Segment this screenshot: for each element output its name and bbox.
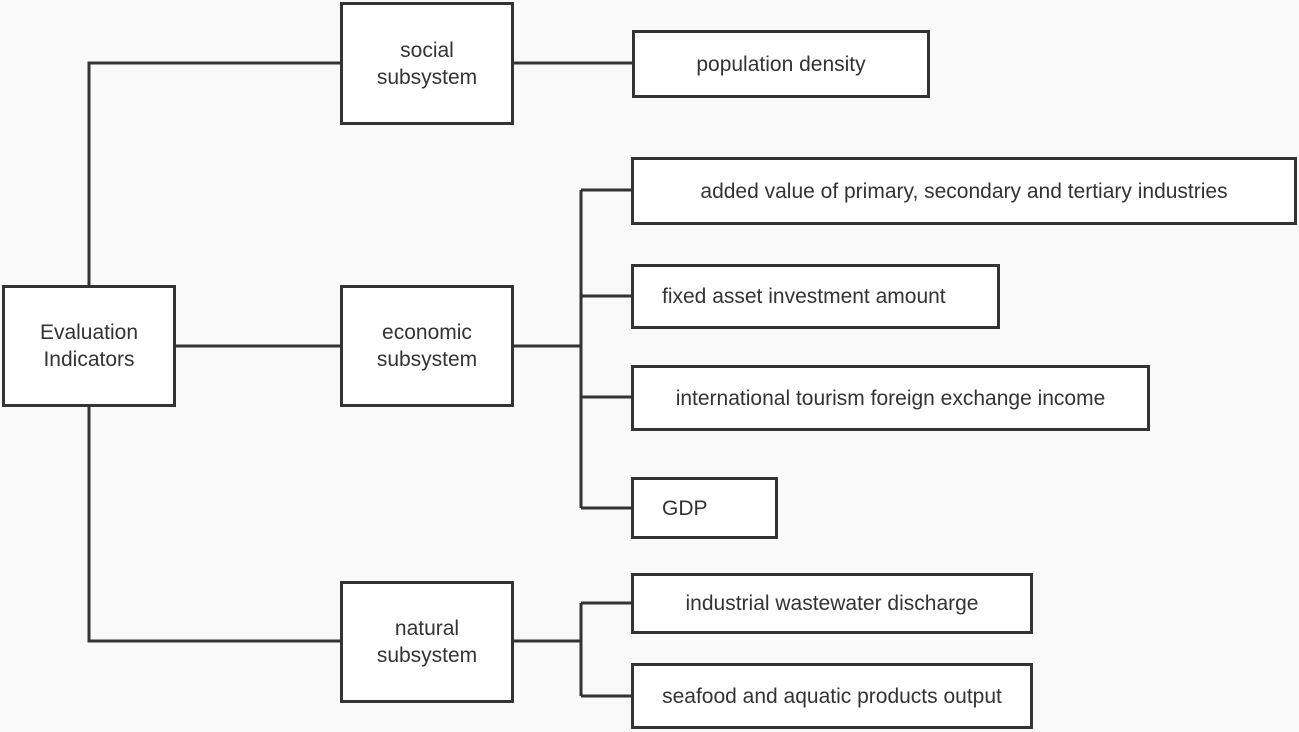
indicator-gdp: GDP xyxy=(631,477,778,539)
indicator-added-value: added value of primary, secondary and te… xyxy=(631,157,1297,225)
indicator-label: population density xyxy=(696,52,866,76)
social-label-line2: subsystem xyxy=(376,65,478,89)
indicator-label: GDP xyxy=(662,496,708,520)
indicator-population-density: population density xyxy=(632,30,930,98)
social-label-line1: social xyxy=(400,38,454,62)
economic-label-line2: subsystem xyxy=(376,348,478,371)
indicator-label: fixed asset investment amount xyxy=(662,285,946,308)
economic-subsystem-node: economic subsystem xyxy=(340,285,514,407)
indicator-label: international tourism foreign exchange i… xyxy=(675,386,1106,410)
root-node-evaluation-indicators: Evaluation Indicators xyxy=(2,285,176,407)
indicator-label: added value of primary, secondary and te… xyxy=(700,179,1228,203)
connector-root-social xyxy=(87,61,342,287)
indicator-label: seafood and aquatic products output xyxy=(662,684,1002,708)
economic-label-line1: economic xyxy=(382,321,472,344)
natural-label-line2: subsystem xyxy=(376,644,478,667)
social-subsystem-node: social subsystem xyxy=(340,2,514,125)
indicator-industrial-wastewater: industrial wastewater discharge xyxy=(631,573,1033,634)
connector-root-natural xyxy=(87,405,342,643)
indicator-seafood-output: seafood and aquatic products output xyxy=(631,663,1033,729)
root-label-line2: Indicators xyxy=(43,348,135,371)
indicator-label: industrial wastewater discharge xyxy=(685,592,979,615)
root-label-line1: Evaluation xyxy=(39,321,139,344)
indicator-tourism-income: international tourism foreign exchange i… xyxy=(631,365,1150,431)
indicator-fixed-asset-investment: fixed asset investment amount xyxy=(631,264,1000,329)
natural-subsystem-node: natural subsystem xyxy=(340,581,514,703)
natural-label-line1: natural xyxy=(394,617,460,640)
